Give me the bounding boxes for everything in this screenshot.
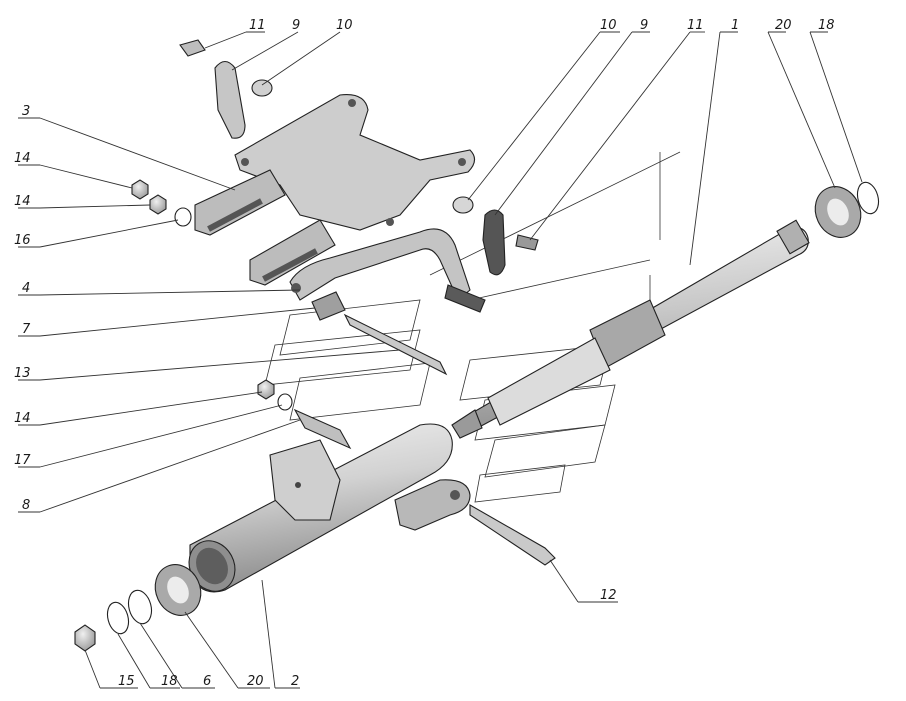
steering-shaft	[451, 219, 810, 439]
label-8: 8	[22, 498, 30, 513]
bolt-right	[515, 234, 539, 251]
clamp-plate-top	[214, 60, 246, 139]
nut-3	[257, 379, 275, 400]
label-18-left: 18	[161, 674, 178, 689]
block-7	[311, 291, 346, 321]
label-11-right: 11	[687, 18, 704, 33]
small-parts	[74, 39, 880, 652]
label-9-top: 9	[292, 18, 300, 33]
callout-labels: 11 9 10 10 9 11 1 20 18 3 14 14 16 4 7 1…	[14, 18, 835, 689]
label-20-right: 20	[775, 18, 792, 33]
label-10-right: 10	[600, 18, 617, 33]
label-18-right: 18	[818, 18, 835, 33]
bushing-right	[452, 196, 474, 214]
washer-17	[277, 393, 293, 411]
nut-15	[74, 624, 96, 652]
clamp-plate-right	[482, 209, 506, 276]
nut-1	[131, 179, 149, 200]
ring-6	[127, 589, 153, 625]
label-2: 2	[291, 674, 299, 689]
bolt-top	[179, 39, 206, 57]
label-17: 17	[14, 453, 31, 468]
pin-8	[293, 408, 352, 450]
washer-16	[174, 207, 192, 227]
mounting-bracket	[194, 94, 476, 286]
label-4: 4	[22, 281, 30, 296]
label-13: 13	[14, 366, 31, 381]
bushing-top	[251, 79, 273, 97]
label-15: 15	[118, 674, 135, 689]
label-7: 7	[22, 322, 31, 337]
label-6: 6	[203, 674, 211, 689]
label-14-c: 14	[14, 411, 31, 426]
label-12: 12	[600, 588, 617, 603]
label-10-top: 10	[336, 18, 353, 33]
nut-2	[149, 194, 167, 215]
label-14-a: 14	[14, 151, 31, 166]
label-3: 3	[22, 104, 30, 119]
label-14-b: 14	[14, 194, 31, 209]
bolt-12	[469, 504, 556, 566]
ring-right	[856, 181, 880, 215]
label-1: 1	[731, 18, 739, 33]
label-16: 16	[14, 233, 31, 248]
bolt-13	[343, 313, 448, 376]
label-11-top: 11	[249, 18, 266, 33]
label-20-left: 20	[247, 674, 264, 689]
steering-column-tube	[188, 423, 471, 593]
leader-lines	[18, 31, 863, 689]
ring-left	[106, 601, 130, 635]
label-9-right: 9	[640, 18, 648, 33]
lever	[289, 228, 486, 313]
